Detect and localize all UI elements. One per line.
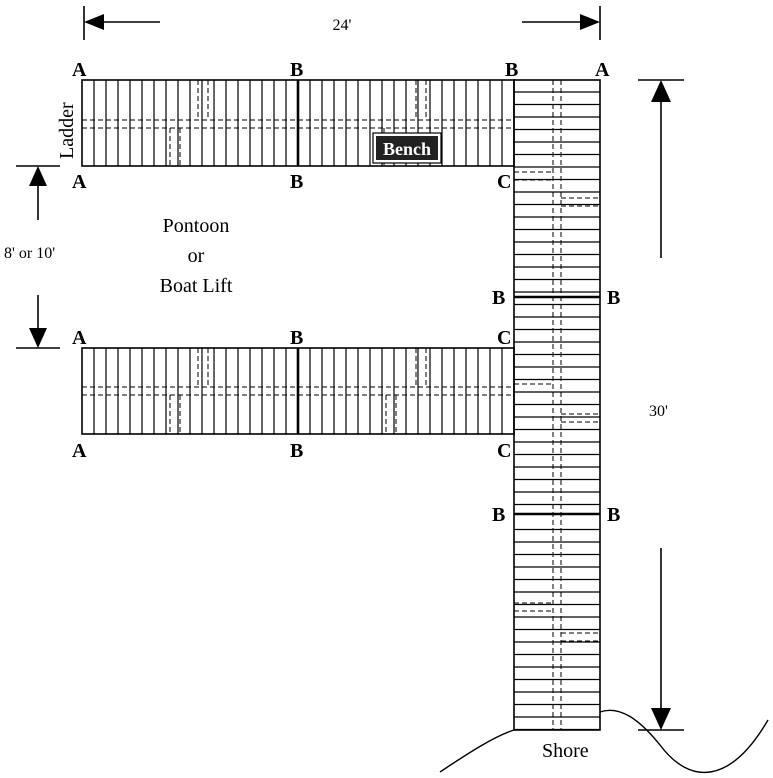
joint1-left-b: B — [492, 287, 505, 309]
length-dimension: 30' — [638, 79, 684, 731]
bench: Bench — [372, 132, 442, 164]
upper-top-b1: B — [290, 59, 303, 81]
lower-top-c: C — [497, 327, 511, 349]
upper-top-b2: B — [505, 59, 518, 81]
upper-finger-dock — [81, 79, 515, 167]
upper-bottom-b: B — [290, 171, 303, 193]
upper-bottom-c: C — [497, 171, 511, 193]
lower-top-a: A — [72, 327, 87, 349]
lower-bottom-c: C — [497, 440, 511, 462]
lower-bottom-a: A — [72, 440, 87, 462]
ladder-label: Ladder — [56, 102, 78, 159]
joint2-left-b: B — [492, 504, 505, 526]
bench-label: Bench — [383, 139, 431, 159]
width-dimension: 24' — [83, 6, 601, 40]
upper-top-a: A — [72, 59, 87, 81]
shore-label: Shore — [542, 740, 589, 762]
lower-top-b: B — [290, 327, 303, 349]
main-dock — [513, 79, 601, 731]
gap-label: 8' or 10' — [4, 245, 55, 262]
gap-dimension: 8' or 10' — [4, 165, 60, 349]
main-top-a: A — [595, 59, 610, 81]
width-label: 24' — [333, 17, 352, 34]
slip-line-1: Pontoon — [163, 215, 230, 237]
lower-finger-dock — [81, 347, 515, 435]
length-label: 30' — [649, 403, 668, 420]
slip-line-3: Boat Lift — [160, 275, 233, 297]
lower-bottom-b: B — [290, 440, 303, 462]
slip-line-2: or — [188, 245, 205, 267]
joint2-right-b: B — [607, 504, 620, 526]
joint1-right-b: B — [607, 287, 620, 309]
upper-bottom-a: A — [72, 171, 87, 193]
shore-line — [439, 709, 769, 774]
